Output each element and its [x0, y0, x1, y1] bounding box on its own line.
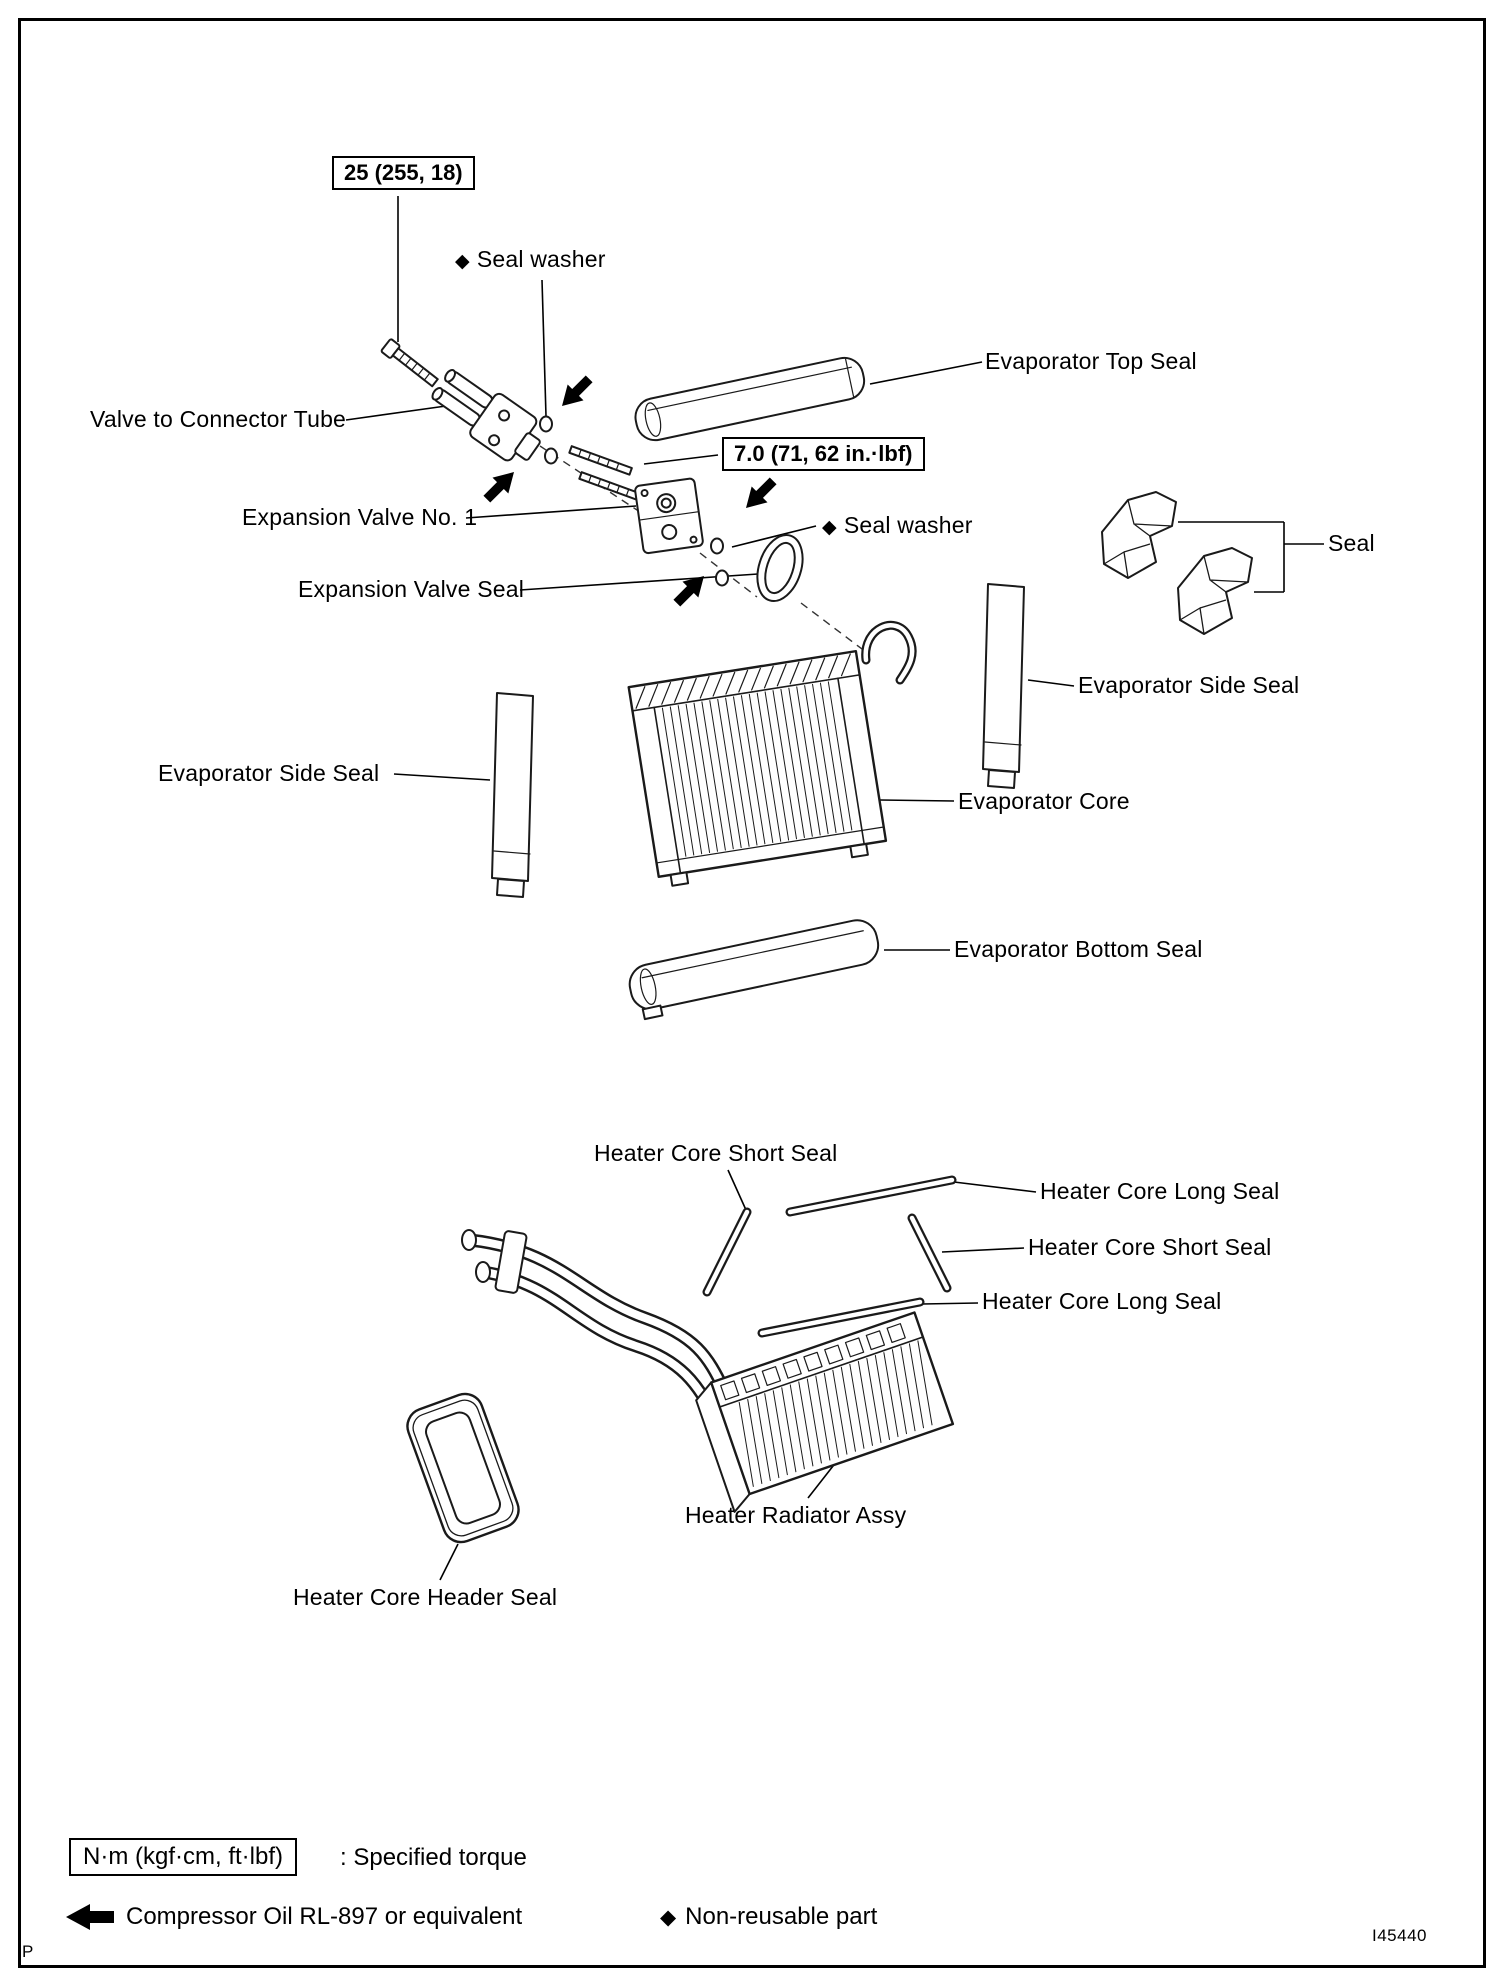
compressor-oil-arrow-icon — [554, 370, 598, 414]
evaporator-side-seal-right-drawing — [982, 583, 1025, 789]
callout-heater-radiator-assy: Heater Radiator Assy — [685, 1502, 907, 1528]
evaporator-top-seal-drawing — [634, 356, 866, 442]
diamond-icon: ◆ — [822, 517, 837, 538]
expansion-valve-seal-drawing — [756, 534, 804, 602]
callout-label: Seal washer — [843, 512, 973, 538]
callout-heater-core-long-seal-bottom: Heater Core Long Seal — [982, 1288, 1222, 1314]
heater-radiator-drawing — [695, 1311, 955, 1513]
legend-compressor-oil: Compressor Oil RL-897 or equivalent — [126, 1903, 523, 1930]
page-marker: P — [22, 1942, 34, 1961]
diamond-icon: ◆ — [660, 1906, 677, 1929]
leader-lines — [345, 196, 1324, 1581]
expansion-valve-drawing — [634, 477, 704, 555]
seal-washer-pair-lower-drawing — [710, 537, 729, 587]
mounting-studs-drawing — [568, 445, 643, 502]
valve-to-connector-tube-drawing — [431, 369, 541, 462]
diamond-icon: ◆ — [455, 251, 470, 272]
callout-seal-washer-lower: ◆ Seal washer — [822, 512, 973, 539]
callout-evaporator-side-seal-left: Evaporator Side Seal — [158, 760, 380, 786]
callout-valve-to-connector-tube: Valve to Connector Tube — [90, 406, 347, 432]
callout-expansion-valve-seal: Expansion Valve Seal — [298, 576, 525, 602]
callout-expansion-valve-no1: Expansion Valve No. 1 — [242, 504, 478, 530]
callout-heater-core-long-seal-top: Heater Core Long Seal — [1040, 1178, 1280, 1204]
callout-evaporator-top-seal: Evaporator Top Seal — [985, 348, 1197, 374]
legend-non-reusable-label: Non-reusable part — [685, 1903, 878, 1930]
callout-evaporator-side-seal-right: Evaporator Side Seal — [1078, 672, 1300, 698]
figure-id: I45440 — [1372, 1926, 1427, 1945]
legend-torque-desc: : Specified torque — [340, 1844, 527, 1871]
compressor-oil-arrow-icon — [738, 472, 782, 516]
legend-non-reusable: ◆ Non-reusable part — [660, 1903, 877, 1931]
compressor-oil-arrow-icon — [478, 464, 522, 508]
seal-pieces-drawing — [1101, 491, 1253, 635]
evaporator-core-pipe-drawing — [861, 620, 917, 685]
callout-label: Seal washer — [476, 246, 606, 272]
callout-seal: Seal — [1328, 530, 1375, 556]
page-border — [18, 18, 1486, 1968]
compressor-oil-arrow-icon — [66, 1904, 114, 1930]
evaporator-side-seal-left-drawing — [491, 692, 534, 898]
callout-heater-core-short-seal-mid: Heater Core Short Seal — [1028, 1234, 1272, 1260]
torque-label-valve: 7.0 (71, 62 in.·lbf) — [722, 437, 925, 471]
callout-heater-core-header-seal: Heater Core Header Seal — [293, 1584, 558, 1610]
compressor-oil-arrow-icon — [668, 568, 712, 612]
torque-label-bolt: 25 (255, 18) — [332, 156, 475, 190]
bolt-drawing — [380, 338, 439, 388]
callout-evaporator-core: Evaporator Core — [958, 788, 1130, 814]
evaporator-bottom-seal-drawing — [628, 919, 880, 1021]
evaporator-core-drawing — [627, 649, 888, 887]
heater-core-seal-rods-drawing — [702, 1175, 957, 1338]
seal-washer-pair-upper-drawing — [539, 415, 558, 465]
heater-pipes-drawing — [461, 1229, 731, 1423]
callout-evaporator-bottom-seal: Evaporator Bottom Seal — [954, 936, 1203, 962]
heater-core-header-seal-drawing — [406, 1392, 520, 1544]
callout-heater-core-short-seal-top: Heater Core Short Seal — [594, 1140, 838, 1166]
callout-seal-washer-top: ◆ Seal washer — [455, 246, 606, 273]
legend-torque-box: N·m (kgf·cm, ft·lbf) — [69, 1838, 297, 1876]
